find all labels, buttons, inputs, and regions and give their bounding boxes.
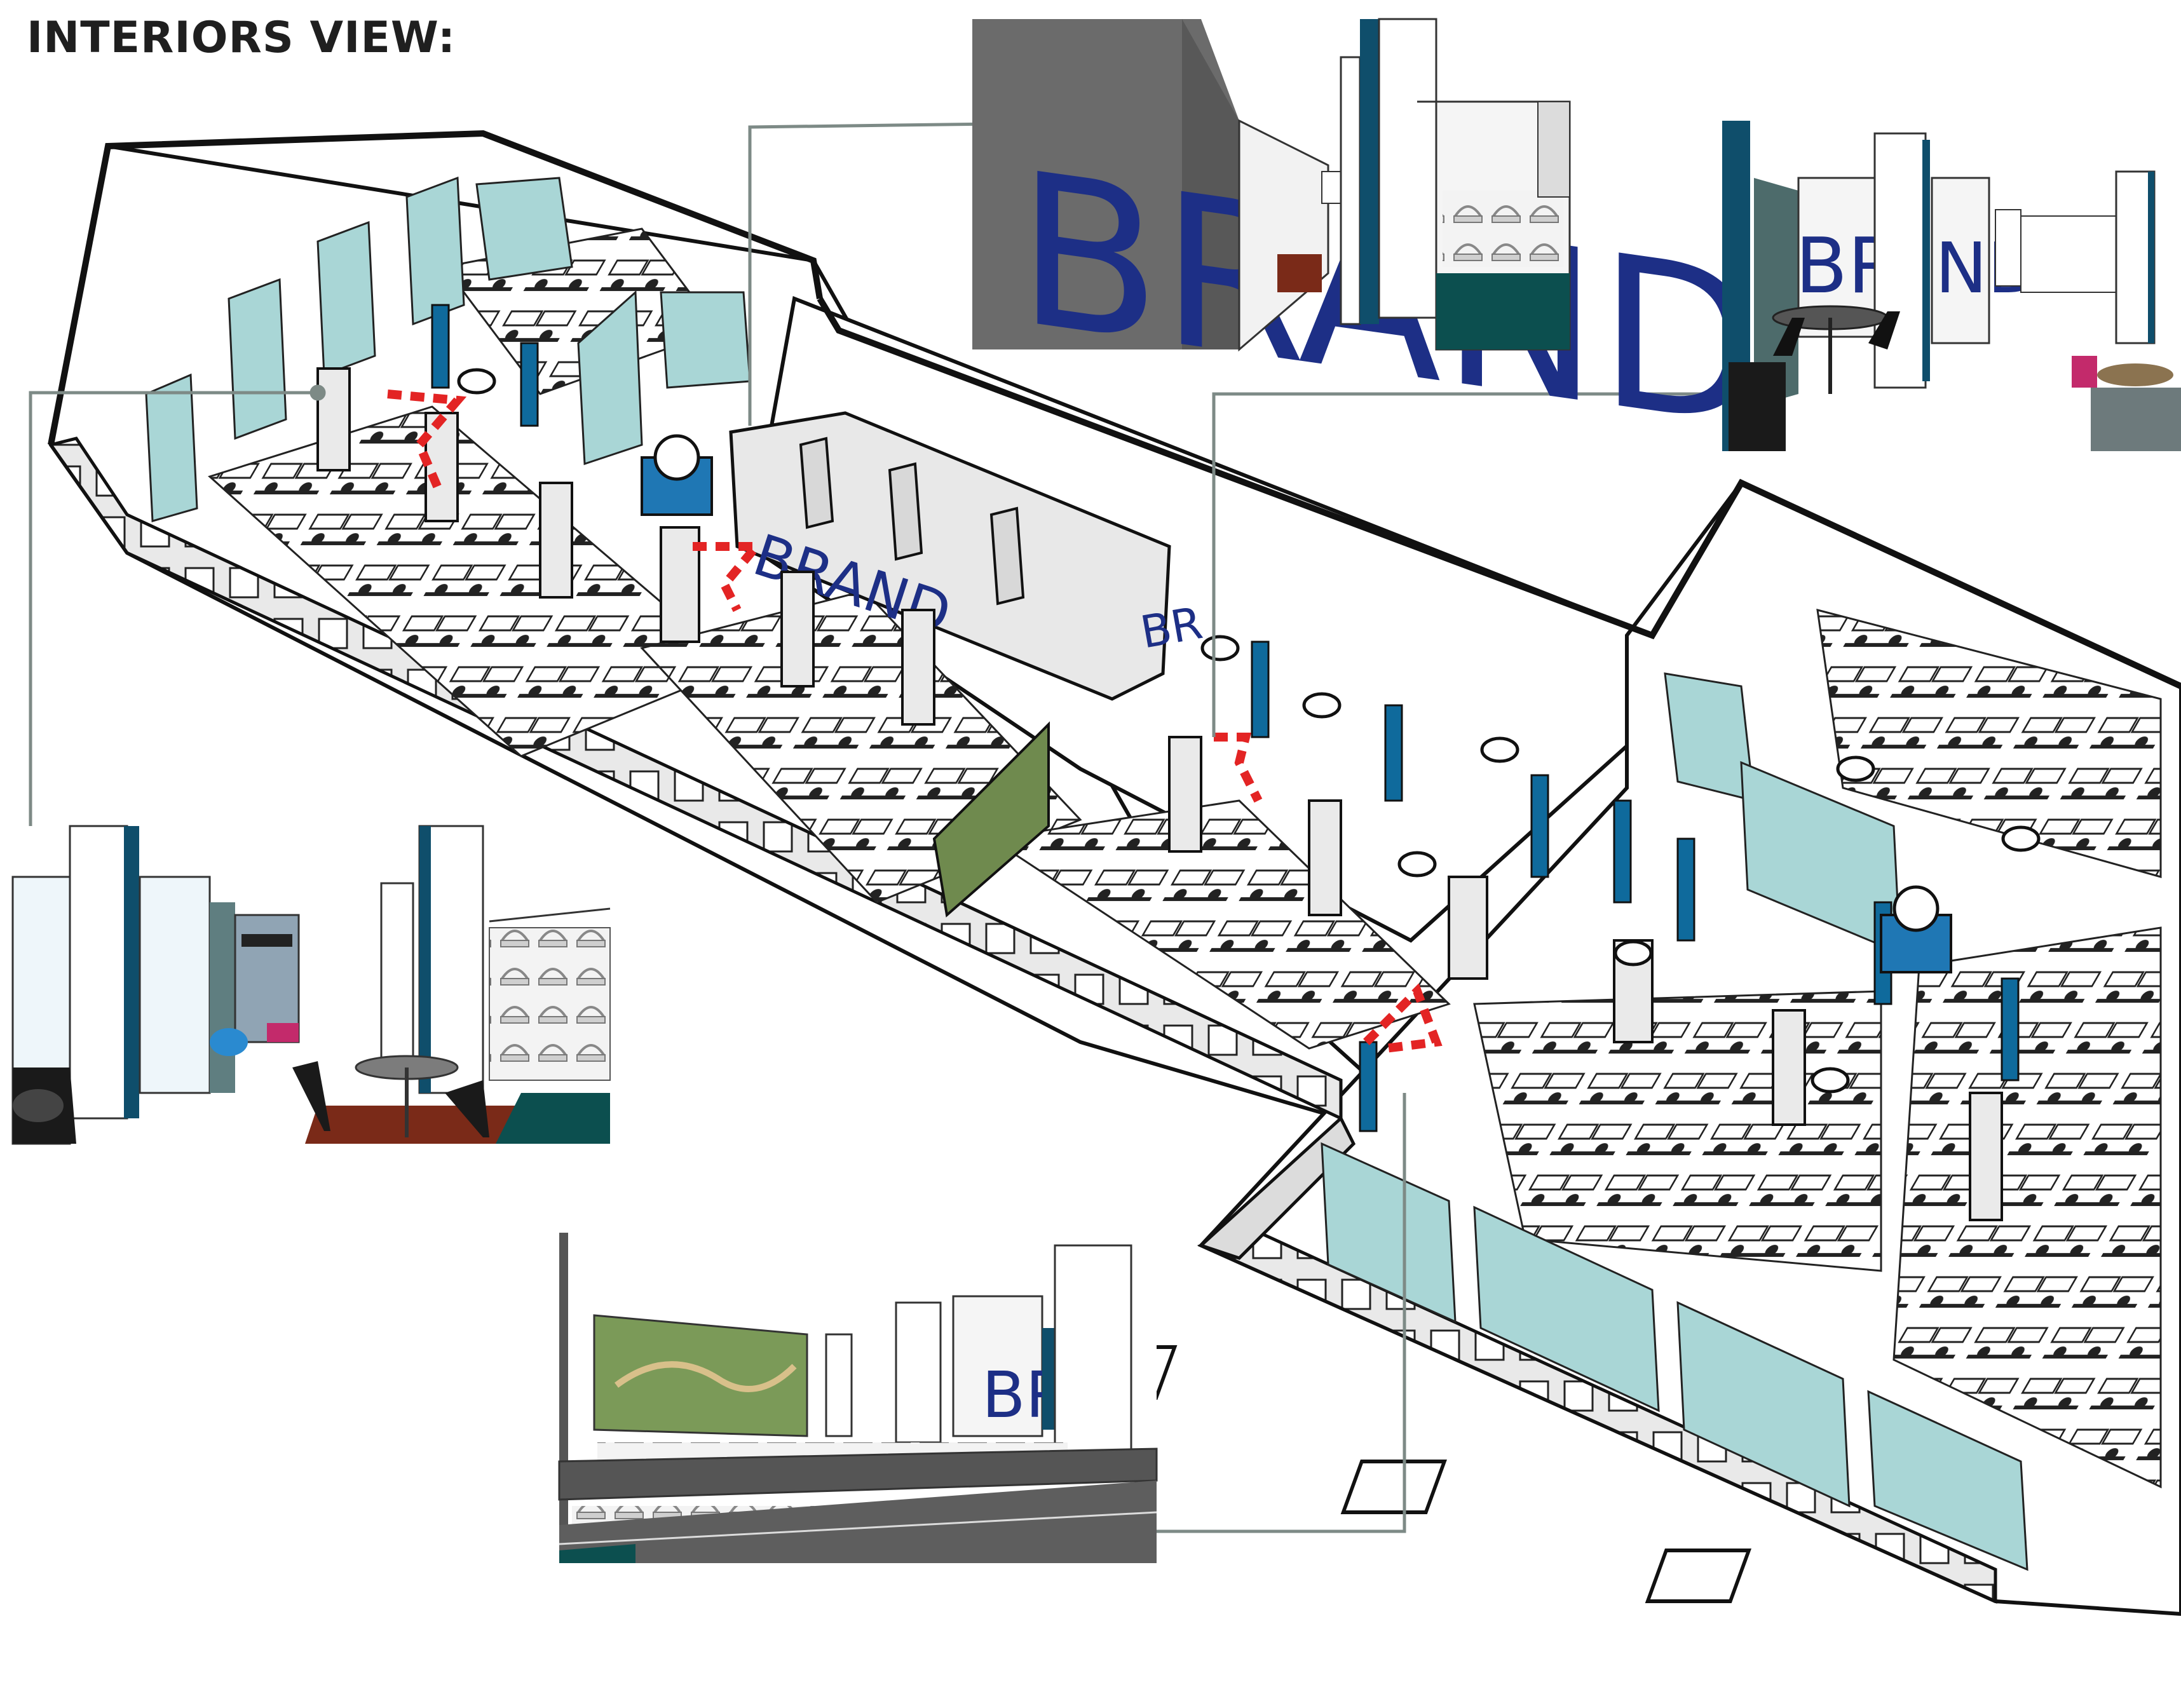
floor-plan: BRAND BR	[48, 130, 2181, 1616]
circulation-paths	[387, 390, 1443, 1053]
leader-top-right	[1212, 392, 1767, 737]
plan-partition-sign: BR	[1137, 597, 1206, 659]
right-wing-west-wall	[1198, 1115, 1356, 1260]
workstations-right-c	[1892, 926, 2162, 1489]
workstations-right-a	[1816, 608, 2162, 878]
inset-view-left	[11, 825, 611, 1145]
landscape-mural	[932, 721, 1050, 918]
leader-top-center	[748, 122, 992, 426]
inset-bottom-mural	[593, 1314, 808, 1437]
left-wing-south-wall	[48, 437, 1343, 1121]
core-rooms	[729, 411, 1171, 701]
inset-view-top-right: BR ND	[1722, 121, 2181, 451]
lounge-pods	[641, 434, 1952, 973]
workstations-right-b	[1473, 990, 1882, 1272]
leader-left	[29, 391, 318, 839]
workstations-center	[988, 799, 1451, 1050]
inset-view-top-center: BRAND	[972, 18, 1760, 475]
lounge-tables	[457, 368, 2041, 1094]
middle-north-wall	[817, 297, 2181, 689]
columns	[316, 367, 2003, 1221]
glass-offices-right	[1321, 672, 2028, 1571]
leader-bottom-center	[1055, 1093, 1406, 1533]
left-wing-north-wall	[48, 130, 823, 445]
inset-view-bottom-center: BR	[558, 1233, 1158, 1563]
page-title: INTERIORS VIEW:	[27, 13, 456, 63]
core-room-dividers	[799, 437, 1025, 606]
